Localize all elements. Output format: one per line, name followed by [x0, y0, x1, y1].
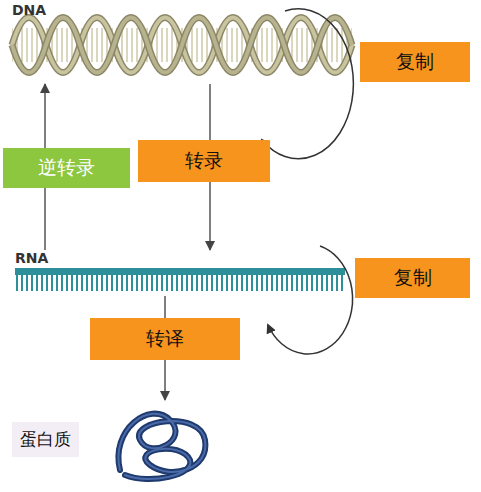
helix-strand — [12, 18, 352, 73]
replication-loop-arrow — [268, 246, 353, 354]
protein-chain — [118, 414, 205, 479]
process-box: 复制 — [360, 42, 470, 82]
rna-bases — [15, 275, 345, 291]
process-label: 转录 — [185, 148, 223, 174]
molecule-label: DNA — [12, 2, 46, 18]
process-box: 转录 — [138, 140, 270, 182]
process-box: 转译 — [90, 318, 240, 360]
rna-backbone — [15, 268, 345, 275]
process-label: 转译 — [146, 326, 184, 352]
molecule-label: 蛋白质 — [12, 422, 79, 457]
molecule-label: RNA — [15, 250, 48, 266]
process-label: 复制 — [394, 265, 432, 291]
helix-strand — [12, 18, 352, 73]
replication-loop-arrow — [262, 9, 353, 159]
helix-strand-outline — [12, 18, 352, 73]
process-label: 复制 — [396, 49, 434, 75]
process-box: 复制 — [355, 258, 470, 298]
molecule-node: RNA — [12, 250, 350, 296]
protein-highlight — [118, 414, 205, 479]
process-label: 逆转录 — [38, 155, 95, 181]
molecule-node: 蛋白质 — [10, 400, 220, 486]
molecule-node: DNA — [10, 2, 355, 84]
process-box: 逆转录 — [3, 148, 130, 188]
helix-strand-outline — [12, 18, 352, 73]
